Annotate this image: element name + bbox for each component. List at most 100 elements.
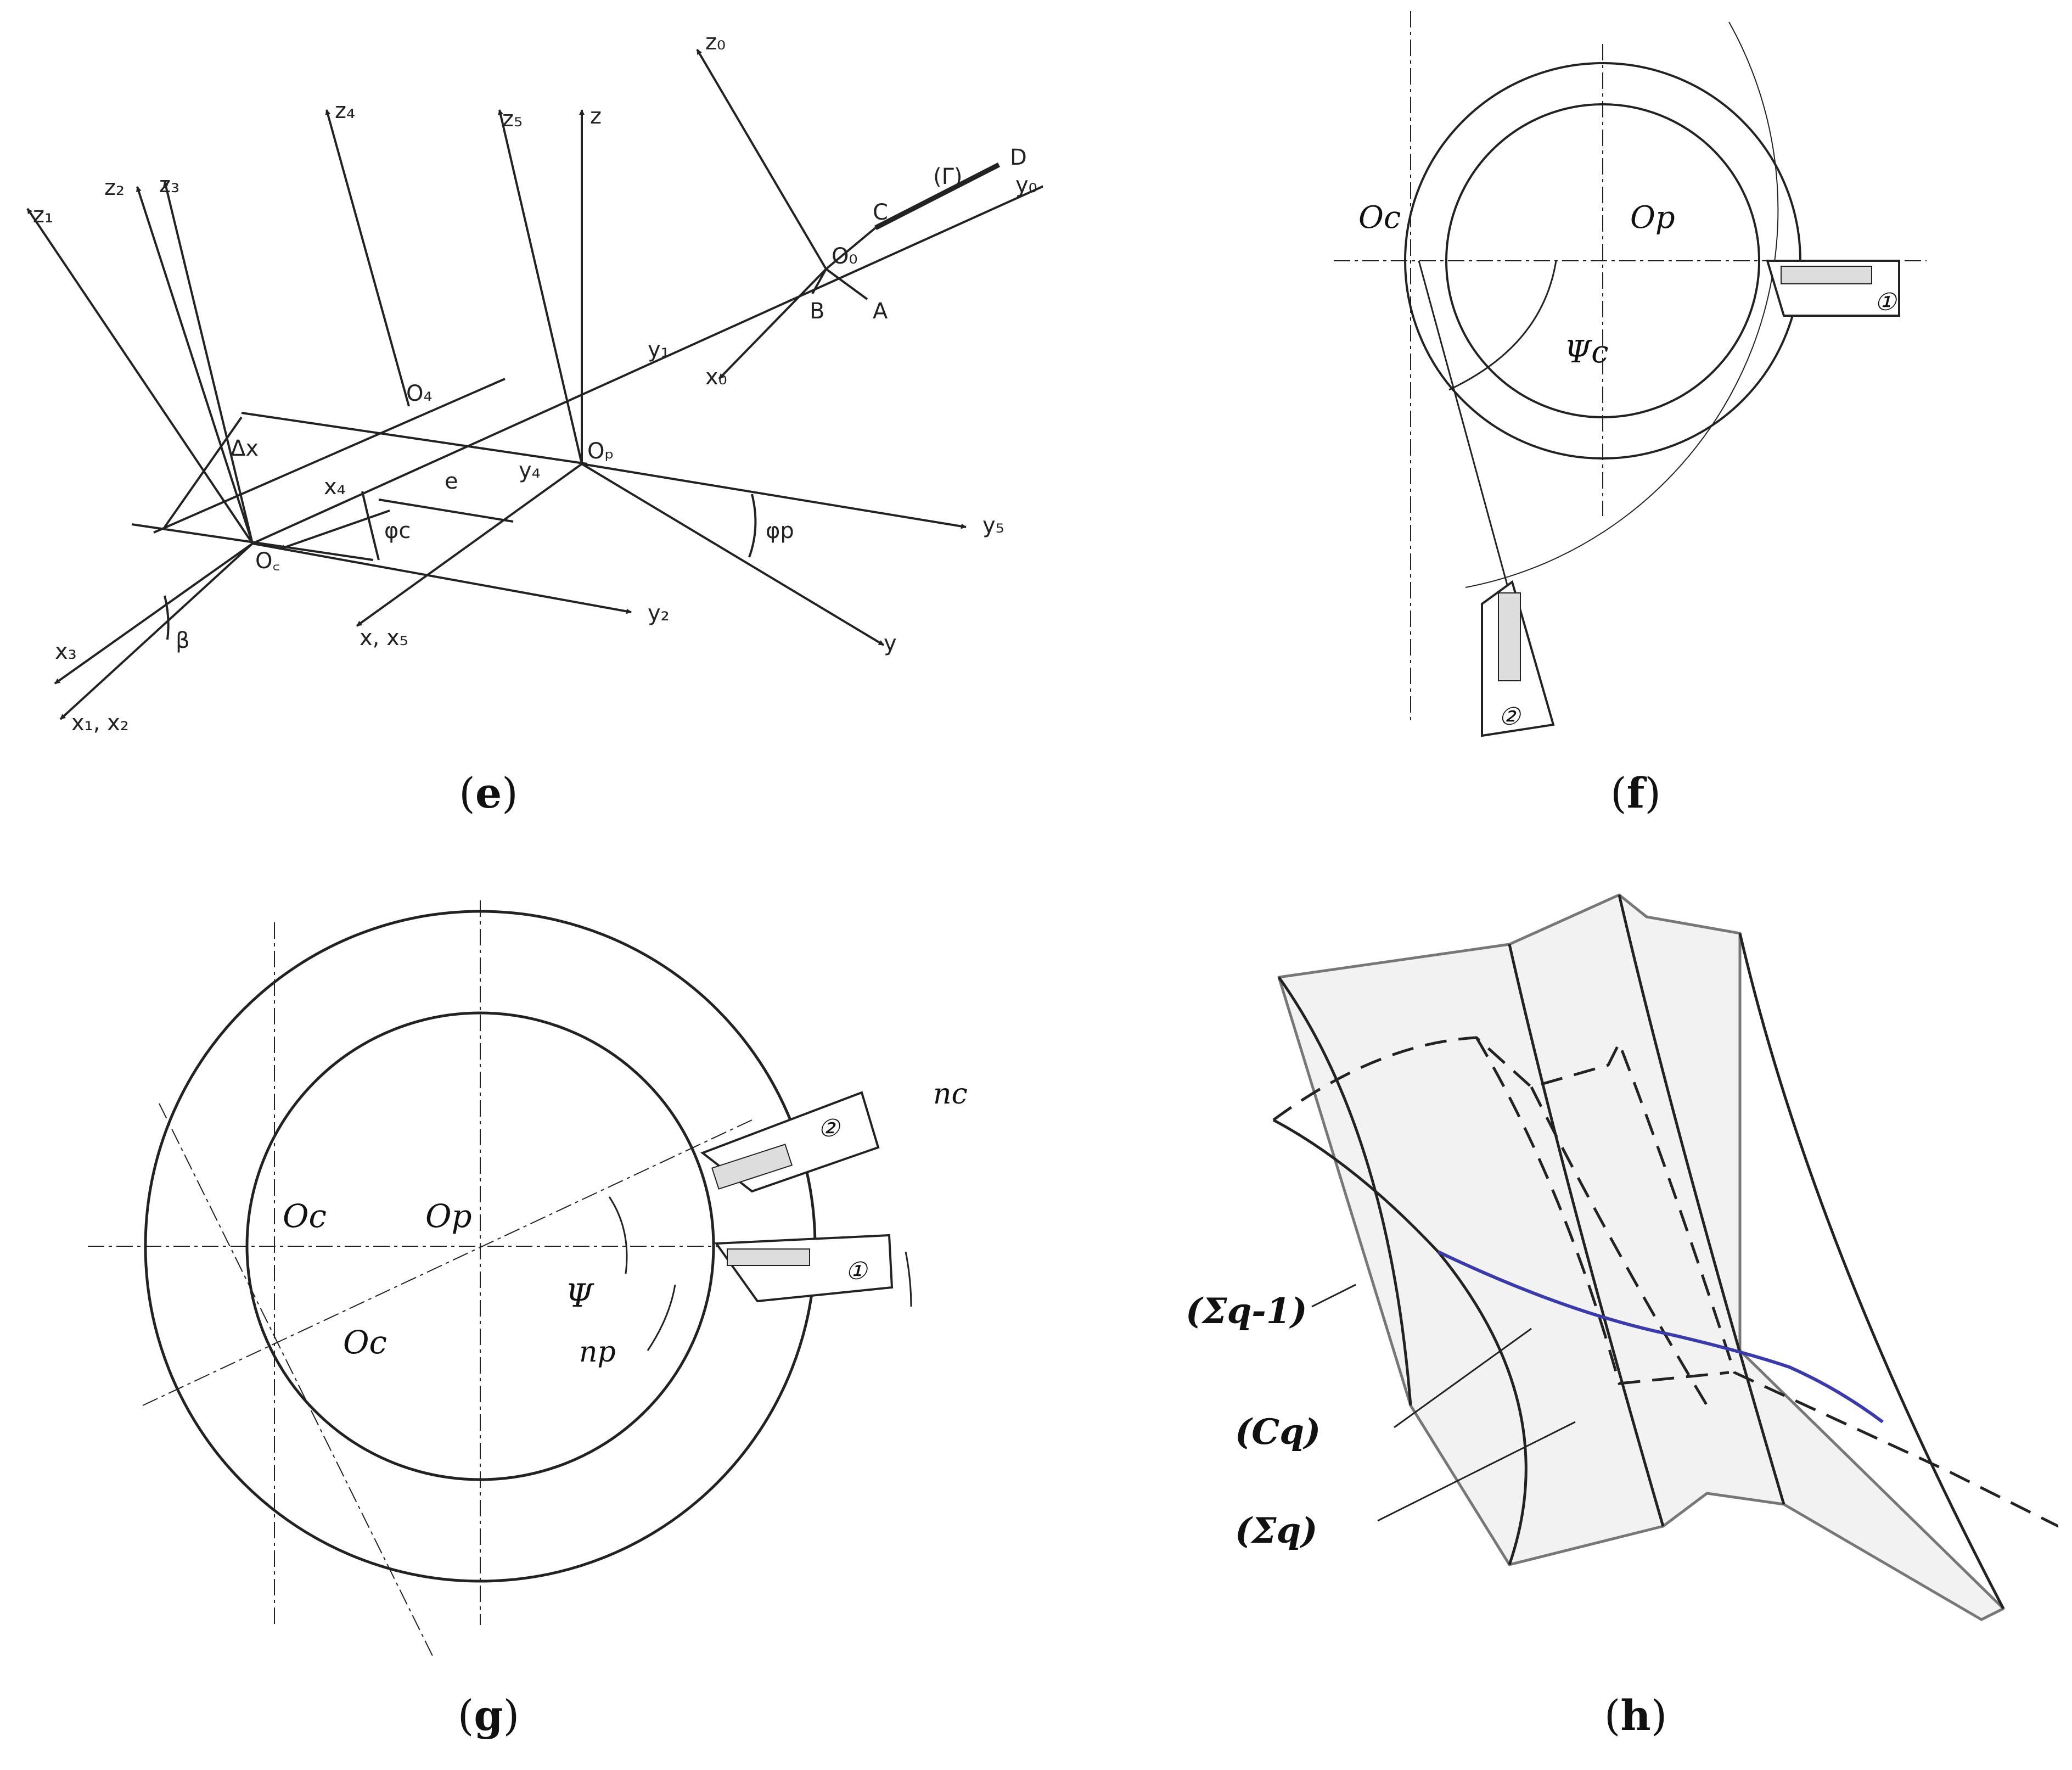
label-y4: y₄ <box>519 458 541 483</box>
label-y1: y₁ <box>648 337 670 362</box>
label-z3: z₃ <box>159 172 179 198</box>
label-O0: O₀ <box>832 244 858 269</box>
axis-z1 <box>26 208 254 545</box>
tool-1-number: ① <box>845 1257 868 1285</box>
label-dx: Δx <box>231 436 259 461</box>
tool-1-number: ① <box>1874 288 1897 316</box>
parallel-line-lower <box>131 523 374 561</box>
label-A: A <box>873 299 888 324</box>
arc-nc <box>905 1251 912 1307</box>
segment-A <box>825 268 868 300</box>
axis-x4-support <box>153 378 506 534</box>
caption-f: (f) <box>1610 769 1661 817</box>
caption-h: (h) <box>1604 1691 1667 1740</box>
arc-phi-c <box>361 491 380 561</box>
label-x4: x₄ <box>324 474 346 500</box>
label-z1: z₁ <box>33 203 53 228</box>
label-op: Op <box>425 1197 472 1235</box>
arc-psi <box>608 1196 628 1274</box>
tool-1: ① <box>714 1234 894 1303</box>
label-oc: Oc <box>1358 200 1401 236</box>
axis-x-x5 <box>356 463 583 627</box>
label-psi-c: Ψc <box>1564 334 1608 370</box>
tool-2: ② <box>1481 580 1555 737</box>
label-e: e <box>445 469 458 494</box>
parallel-line-upper <box>241 412 588 465</box>
tool-2-number: ② <box>818 1114 841 1142</box>
panel-g-tool-positions: ① ② Oc Op Oc Ψ nc np <box>66 878 999 1669</box>
axis-x3 <box>54 542 254 685</box>
panel-f-svg: ① ② Oc Op Ψc <box>1334 11 1927 737</box>
rotated-centerline <box>142 1119 753 1406</box>
label-O4: O₄ <box>406 381 433 406</box>
label-sigma-q1: (Σq-1) <box>1186 1291 1307 1332</box>
panel-f-tool-positions: ① ② Oc Op Ψc <box>1334 11 1949 747</box>
label-y5: y₅ <box>982 513 1004 538</box>
tool-2-radius-line <box>1418 260 1511 593</box>
axis-x0 <box>718 268 827 380</box>
label-Oc: O꜀ <box>255 548 280 574</box>
label-beta: β <box>176 628 190 653</box>
label-B: B <box>810 299 824 324</box>
label-z5: z₅ <box>502 107 523 132</box>
label-phi-p: φp <box>766 518 794 544</box>
axis-z0 <box>696 48 827 270</box>
panel-h-surface-intersection: (Σq-1) (Cq) (Σq) <box>1180 856 2058 1663</box>
label-Op: Oₚ <box>587 439 614 464</box>
surface-sigma-q-hidden <box>1272 1036 2058 1528</box>
intersection-curve-cq <box>1437 1250 1884 1424</box>
surface-sigma-q1-left-edge <box>1277 976 1412 1406</box>
label-D: D <box>1010 145 1027 170</box>
surface-hidden-edge-2 <box>1530 1086 1709 1407</box>
surface-hidden-edge-1 <box>1475 1037 1730 1385</box>
label-cq: (Cq) <box>1235 1411 1321 1453</box>
arc-beta <box>164 595 170 640</box>
label-oc-upper: Oc <box>283 1197 327 1235</box>
panel-e-coordinate-system-diagram: z₁ z₂ z₃ z₄ z₅ z z₀ y₀ y₁ y₂ y₄ y₅ y x₀ … <box>0 0 1043 747</box>
tool-2: ② <box>700 1091 880 1193</box>
dimension-e <box>378 498 514 523</box>
axis-z2 <box>136 186 254 544</box>
label-z0: z₀ <box>705 30 726 55</box>
label-y: y <box>884 631 897 656</box>
label-x-x5: x, x₅ <box>360 625 408 651</box>
segment-C <box>825 227 877 270</box>
dimension-dx <box>164 416 243 528</box>
arc-psi-c <box>1448 260 1557 391</box>
surface-sigma-q1 <box>1277 893 2005 1621</box>
axis-y <box>581 463 885 646</box>
surface-edge-1 <box>1508 944 1665 1527</box>
segment-B <box>811 268 827 294</box>
label-y0: y₀ <box>1015 172 1037 198</box>
arc-np <box>647 1284 676 1351</box>
label-x0: x₀ <box>705 365 727 390</box>
label-psi: Ψ <box>565 1277 594 1314</box>
axis-x1x2 <box>59 542 254 720</box>
axis-z5 <box>498 109 583 464</box>
label-oc-lower: Oc <box>343 1324 387 1361</box>
axis-y1-y0 <box>252 183 1043 545</box>
label-z4: z₄ <box>335 98 355 124</box>
label-C: C <box>873 200 888 225</box>
label-np: np <box>579 1336 616 1369</box>
label-y2: y₂ <box>648 601 670 626</box>
label-z: z <box>590 104 602 129</box>
leader-sigma-q1 <box>1311 1284 1356 1308</box>
label-nc: nc <box>933 1078 968 1111</box>
tool-2-number: ② <box>1498 703 1521 731</box>
arc-phi-p <box>748 494 757 558</box>
label-op: Op <box>1630 200 1675 236</box>
axis-y5 <box>581 463 967 529</box>
label-x1x2: x₁, x₂ <box>71 710 129 736</box>
surface-sigma-q-front <box>1272 1118 1528 1565</box>
curve-gamma <box>874 162 1001 231</box>
label-gamma: (Γ) <box>933 164 963 189</box>
label-x3: x₃ <box>55 639 77 664</box>
caption-e: (e) <box>459 769 518 817</box>
rotated-centerline-perpendicular <box>159 1103 434 1659</box>
tool-1: ① <box>1766 260 1900 317</box>
axis-y2 <box>252 542 632 614</box>
surface-edge-2 <box>1618 894 1785 1505</box>
swing-arc <box>1465 21 1779 588</box>
label-phi-c: φc <box>384 518 411 544</box>
